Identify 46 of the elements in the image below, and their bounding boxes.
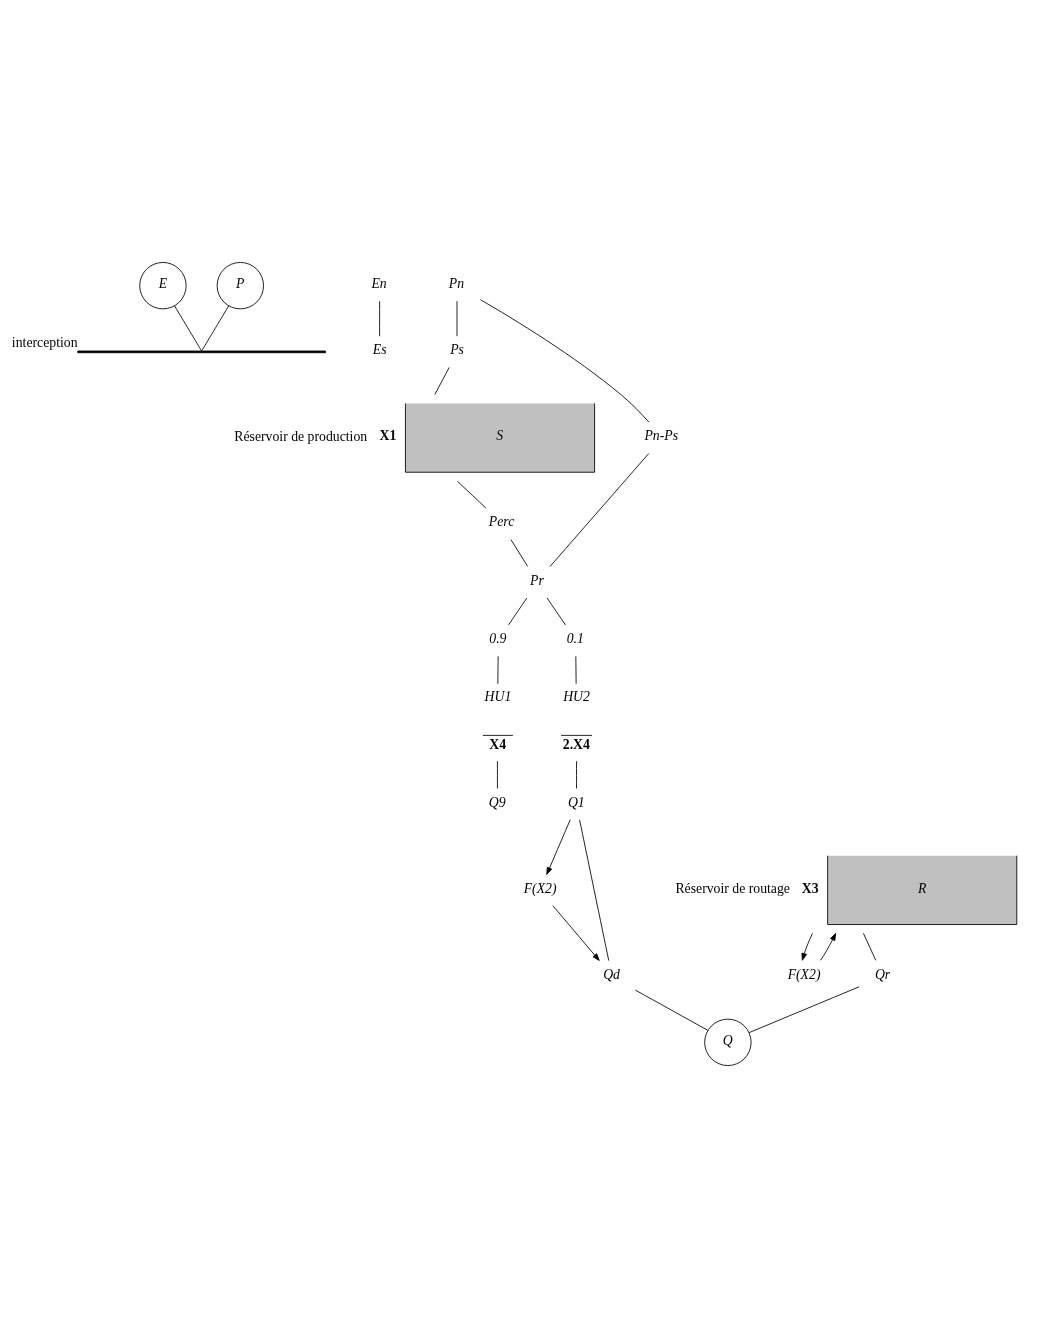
node-text: Pn-Ps bbox=[644, 428, 679, 444]
node-text: Pn bbox=[448, 276, 465, 292]
arrow bbox=[820, 932, 837, 961]
node-text: Pr bbox=[530, 572, 544, 588]
connector bbox=[201, 305, 230, 352]
node-text: F(X2) bbox=[523, 880, 557, 896]
node-text: Qd bbox=[603, 966, 621, 982]
connector bbox=[379, 300, 381, 337]
connector bbox=[510, 539, 529, 567]
node-label: Réservoir de routage bbox=[675, 881, 790, 897]
connector bbox=[863, 932, 877, 961]
node-text: F(X2) bbox=[787, 966, 821, 982]
node-label: X3 bbox=[801, 880, 819, 896]
node-circle: P bbox=[216, 262, 264, 310]
node-circle: Q bbox=[704, 1018, 752, 1066]
connector bbox=[579, 819, 610, 962]
node-text: En bbox=[371, 276, 387, 292]
node-label: X1 bbox=[379, 428, 397, 444]
arrow bbox=[801, 932, 813, 961]
connector bbox=[508, 597, 528, 626]
connector bbox=[456, 480, 487, 509]
node-circle: E bbox=[139, 262, 187, 310]
arrow bbox=[546, 819, 571, 875]
node-label: interception bbox=[11, 334, 78, 350]
node-text: Q1 bbox=[567, 794, 585, 810]
node-text: HU2 2.X4 bbox=[562, 688, 590, 752]
connector bbox=[634, 989, 709, 1031]
connector bbox=[549, 453, 650, 567]
connector bbox=[434, 366, 450, 396]
connector bbox=[480, 299, 650, 423]
node-text: Es bbox=[372, 342, 387, 358]
node-label: Réservoir de production bbox=[234, 429, 368, 445]
connector bbox=[748, 986, 860, 1034]
node-text: HU1 X4 bbox=[484, 688, 512, 752]
node-text: Qr bbox=[874, 966, 891, 982]
node-text: 0.1 bbox=[566, 631, 584, 647]
node-text: Ps bbox=[450, 342, 464, 358]
connector bbox=[576, 760, 577, 789]
connector bbox=[546, 597, 566, 626]
node-text: Perc bbox=[488, 514, 515, 530]
node-text: 0.9 bbox=[489, 631, 507, 647]
connector bbox=[497, 760, 498, 789]
arrow bbox=[552, 905, 600, 961]
node-text: Q9 bbox=[488, 794, 506, 810]
node-bar bbox=[77, 350, 326, 354]
connector bbox=[174, 305, 202, 352]
